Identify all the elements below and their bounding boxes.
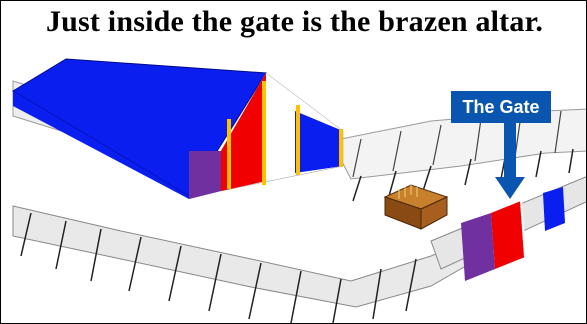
tabernacle-tent <box>13 59 343 199</box>
brazen-altar <box>385 185 447 229</box>
gate-hangings <box>461 187 565 281</box>
gate-label: The Gate <box>451 91 551 123</box>
slide-title: Just inside the gate is the brazen altar… <box>1 5 587 39</box>
